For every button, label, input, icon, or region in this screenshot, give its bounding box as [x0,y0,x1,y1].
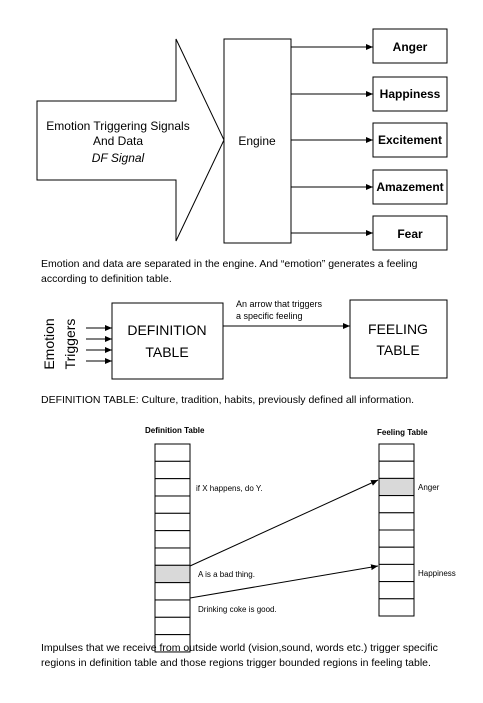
feeling-table-cell [378,546,415,565]
arrow-text-line3: DF Signal [92,151,145,165]
feeling-note-happiness: Happiness [418,569,456,578]
feeling-table-title: Feeling Table [377,428,428,437]
definition-note-3: Drinking coke is good. [198,605,277,614]
link-arrow-anger [189,479,379,567]
output-label-fear: Fear [397,227,423,241]
feeling-table-cell [378,581,415,600]
feeling-table-cell [378,563,415,583]
definition-table-cell [154,634,191,653]
output-label-happiness: Happiness [380,87,441,101]
feeling-table-cell [378,477,415,497]
feeling-table-cell [378,512,415,531]
output-box-fear [372,215,448,251]
definition-table-cell [154,478,191,497]
engine-label: Engine [238,134,276,148]
output-label-amazement: Amazement [376,180,443,194]
feeling-table-cell [378,529,415,548]
feeling-note-anger: Anger [418,483,440,492]
definition-table-cell [154,512,191,532]
definition-box-line1: DEFINITION [127,322,206,338]
output-arrows [291,44,373,236]
definition-table-cell [154,582,191,601]
feeling-table-cell [378,495,415,514]
caption-definition-table: DEFINITION TABLE: Culture, tradition, ha… [41,394,415,406]
feeling-box-line1: FEELING [368,321,428,337]
output-label-excitement: Excitement [378,133,442,147]
definition-table-column [154,443,191,653]
definition-table-cell [154,616,191,636]
definition-box-line2: TABLE [145,344,188,360]
arrow-text-line2: And Data [93,134,143,148]
side-label-emotion: Emotion [41,318,57,369]
output-box-anger [372,28,448,64]
definition-table-cell [154,443,191,462]
link-arrow-happiness [189,564,379,599]
definition-note-1: if X happens, do Y. [196,484,262,493]
definition-table-cell [154,530,191,549]
arrow-note-line1: An arrow that triggers [236,299,323,309]
definition-table-cell [154,495,191,514]
output-box-amazement [372,169,448,205]
output-label-anger: Anger [393,40,428,54]
output-box-excitement [372,122,448,158]
feeling-table-cell [378,443,415,462]
feeling-table-cell [378,598,415,617]
definition-table-box [111,302,224,380]
definition-note-2: A is a bad thing. [198,570,255,579]
arrow-note-line2: a specific feeling [236,311,303,321]
feeling-table-box [349,299,448,379]
feeling-table-column [378,443,415,617]
feeling-table-cell [378,460,415,479]
trigger-input-arrows [86,325,112,364]
definition-table-cell [154,599,191,618]
definition-table-title: Definition Table [145,426,205,435]
output-box-happiness [372,76,448,112]
engine-box [223,38,292,244]
definition-table-cell [154,564,191,584]
caption-engine: Emotion and data are separated in the en… [41,258,418,285]
arrow-text-line1: Emotion Triggering Signals [46,119,189,133]
input-big-arrow [36,38,225,242]
definition-table-cell [154,547,191,566]
definition-table-cell [154,460,191,480]
side-label-triggers: Triggers [62,319,78,370]
caption-impulses: Impulses that we receive from outside wo… [41,642,438,669]
feeling-box-line2: TABLE [376,342,419,358]
